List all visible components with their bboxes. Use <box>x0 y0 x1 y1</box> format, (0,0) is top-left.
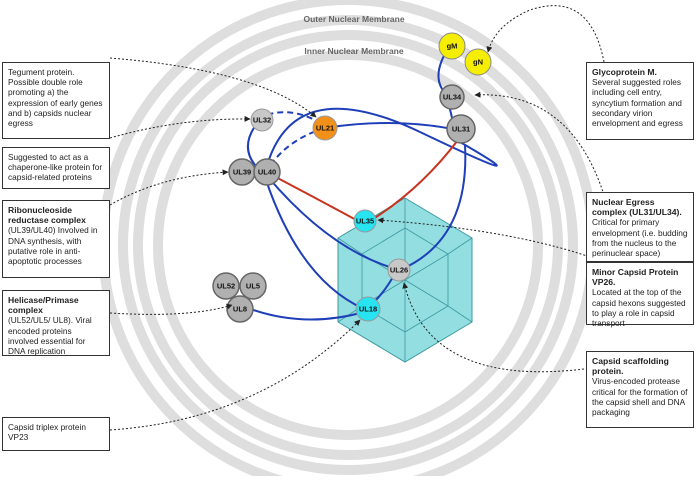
node-ul39: UL39 <box>228 158 256 186</box>
edge-ul31-ul35 <box>369 139 459 222</box>
annotation-ribonucleoside-text: (UL39/UL40) Involved in DNA synthesis, w… <box>8 225 98 267</box>
node-ul34: UL34 <box>439 84 465 110</box>
edge-ul21-ul31 <box>324 122 448 129</box>
node-gm: gM <box>438 32 466 60</box>
connector-scaffolding <box>402 282 593 373</box>
node-ul52: UL52 <box>212 272 240 300</box>
svg-text:gM: gM <box>447 42 458 51</box>
annotation-ribonucleoside: Ribonucleoside reductase complex (UL39/U… <box>2 200 110 278</box>
inner-membrane-inner-ring <box>153 50 543 440</box>
annotation-scaffolding-text: Virus-encoded protease critical for the … <box>592 376 688 418</box>
svg-text:UL39: UL39 <box>233 168 251 177</box>
annotation-scaffolding: Capsid scaffolding protein. Virus-encode… <box>586 351 694 428</box>
annotation-vp23-text: Capsid triplex protein VP23 <box>8 422 86 443</box>
svg-text:gN: gN <box>473 58 483 67</box>
annotation-egress-text: Critical for primary envelopment (i.e. b… <box>592 217 688 259</box>
annotation-ribonucleoside-title: Ribonucleoside reductase complex <box>8 205 86 226</box>
inner-membrane-outer-ring <box>133 30 563 460</box>
svg-text:UL21: UL21 <box>316 124 334 133</box>
node-ul26: UL26 <box>387 258 411 282</box>
inner-membrane-label: Inner Nuclear Membrane <box>304 46 403 56</box>
annotation-chaperone: Suggested to act as a chaperone-like pro… <box>2 147 110 189</box>
connector-vp23 <box>109 319 361 431</box>
svg-text:UL32: UL32 <box>253 116 271 125</box>
annotation-glycoprotein: Glycoprotein M. Several suggested roles … <box>586 62 694 140</box>
connector-tegument <box>109 57 317 118</box>
edge-ul31-ul26 <box>399 144 467 271</box>
annotation-egress: Nuclear Egress complex (UL31/UL34). Crit… <box>586 192 694 262</box>
annotation-scaffolding-title: Capsid scaffolding protein. <box>592 356 669 377</box>
svg-text:UL5: UL5 <box>246 282 260 291</box>
svg-text:UL34: UL34 <box>443 93 462 102</box>
edge-ul40-ul26 <box>267 176 397 270</box>
svg-text:UL40: UL40 <box>258 168 276 177</box>
svg-text:UL35: UL35 <box>356 217 374 226</box>
node-gn: gN <box>464 48 492 76</box>
node-ul40: UL40 <box>253 158 281 186</box>
svg-text:UL8: UL8 <box>233 305 247 314</box>
annotation-egress-title: Nuclear Egress complex (UL31/UL34). <box>592 197 682 218</box>
annotation-helicase: Helicase/Primase complex (UL52/UL5/ UL8)… <box>2 290 110 356</box>
connector-ribonucleoside <box>109 169 229 206</box>
annotation-vp23: Capsid triplex protein VP23 <box>2 417 110 451</box>
svg-text:UL18: UL18 <box>359 305 377 314</box>
connector-egress <box>474 91 605 196</box>
annotation-helicase-text: (UL52/UL5/ UL8). Viral encoded proteins … <box>8 315 92 357</box>
svg-text:UL26: UL26 <box>390 266 408 275</box>
annotation-vp26: Minor Capsid Protein VP26. Located at th… <box>586 262 694 329</box>
connector-chaperone <box>109 115 251 139</box>
node-ul8: UL8 <box>226 295 254 323</box>
outer-membrane-label: Outer Nuclear Membrane <box>303 14 404 24</box>
node-ul18: UL18 <box>355 296 381 322</box>
annotation-glycoprotein-title: Glycoprotein M. <box>592 67 657 77</box>
outer-membrane-inner-ring <box>118 15 578 475</box>
edge-ul40-ul35 <box>267 172 361 223</box>
connector-glycoprotein <box>486 5 605 63</box>
node-ul35: UL35 <box>353 209 377 233</box>
annotation-vp26-title: Minor Capsid Protein VP26. <box>592 267 679 288</box>
annotation-tegument: Tegument protein. Possible double role p… <box>2 62 110 139</box>
svg-text:UL52: UL52 <box>217 282 235 291</box>
annotation-helicase-title: Helicase/Primase complex <box>8 295 79 316</box>
node-ul5: UL5 <box>239 272 267 300</box>
annotation-vp26-text: Located at the top of the capsid hexons … <box>592 287 686 329</box>
svg-text:UL31: UL31 <box>452 125 470 134</box>
edge-ul40-ul18 <box>265 179 365 310</box>
node-ul21: UL21 <box>312 115 338 141</box>
annotation-tegument-text: Tegument protein. Possible double role p… <box>8 67 103 129</box>
edge-ul40-ul31 <box>264 107 498 174</box>
node-ul31: UL31 <box>446 114 476 144</box>
node-ul32: UL32 <box>250 108 274 132</box>
annotation-glycoprotein-text: Several suggested roles including cell e… <box>592 77 683 129</box>
annotation-chaperone-text: Suggested to act as a chaperone-like pro… <box>8 152 103 183</box>
connector-helicase <box>109 303 233 315</box>
